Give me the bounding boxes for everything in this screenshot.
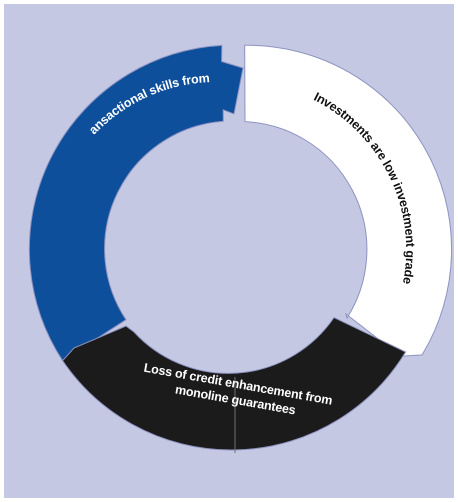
cycle-diagram: Loss of transactional skills from monoli… bbox=[4, 4, 453, 453]
segment-credit bbox=[61, 316, 407, 451]
segment-investments bbox=[244, 44, 453, 357]
segment-transactional bbox=[28, 44, 244, 362]
figure-panel: Loss of transactional skills from monoli… bbox=[4, 4, 454, 498]
